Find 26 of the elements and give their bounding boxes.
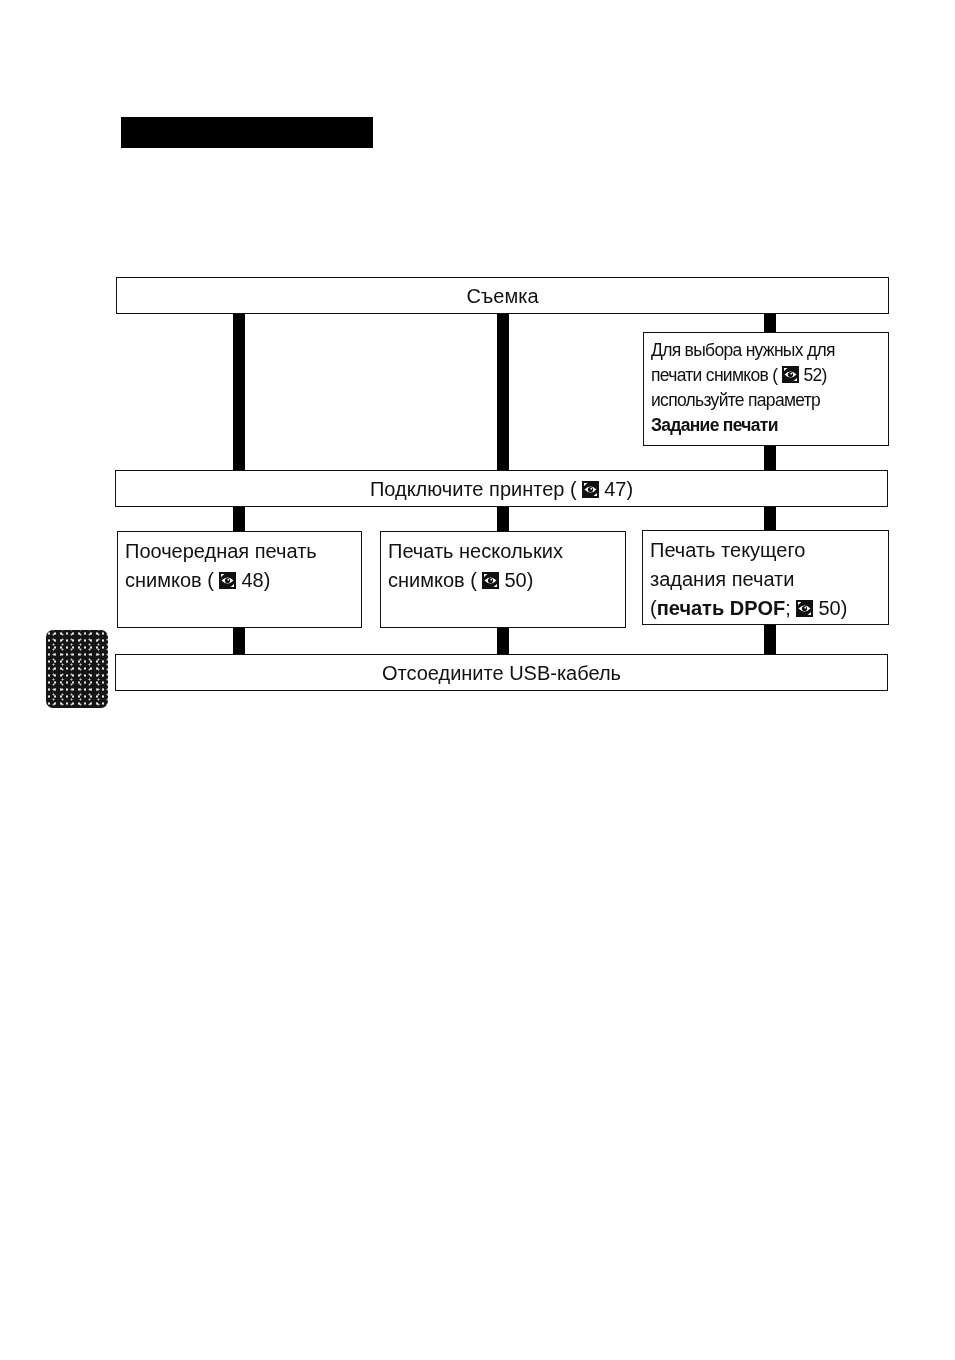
band-label: Отсоедините USB-кабель	[381, 660, 622, 685]
connector-bar	[764, 314, 776, 332]
band-label: Съемка	[466, 283, 539, 308]
connector-bar	[764, 446, 776, 470]
process-band	[116, 277, 889, 314]
connector-bar	[497, 314, 509, 470]
connector-bar	[764, 625, 776, 654]
connector-bar	[497, 507, 509, 531]
heading-bar	[121, 117, 373, 148]
connector-bar	[233, 507, 245, 531]
note-box	[643, 332, 889, 446]
step-label: Печать нескольких снимков ( 50)	[388, 539, 564, 593]
step-label: Печать текущего задания печати (печать DPOF; 50)	[650, 538, 849, 621]
step-label: Поочередная печать снимков ( 48)	[125, 539, 318, 593]
process-band	[115, 654, 888, 691]
process-box	[642, 530, 889, 625]
side-tab	[46, 630, 108, 708]
process-box	[380, 531, 626, 628]
band-label: Подключите принтер ( 47)	[369, 476, 634, 501]
connector-bar	[233, 628, 245, 654]
connector-bar	[233, 314, 245, 470]
note-text: Для выбора нужных для печати снимков ( 52) используйте параметр Задание печати	[651, 339, 836, 437]
connector-bar	[497, 628, 509, 654]
connector-bar	[764, 507, 776, 530]
process-band	[115, 470, 888, 507]
process-box	[117, 531, 362, 628]
